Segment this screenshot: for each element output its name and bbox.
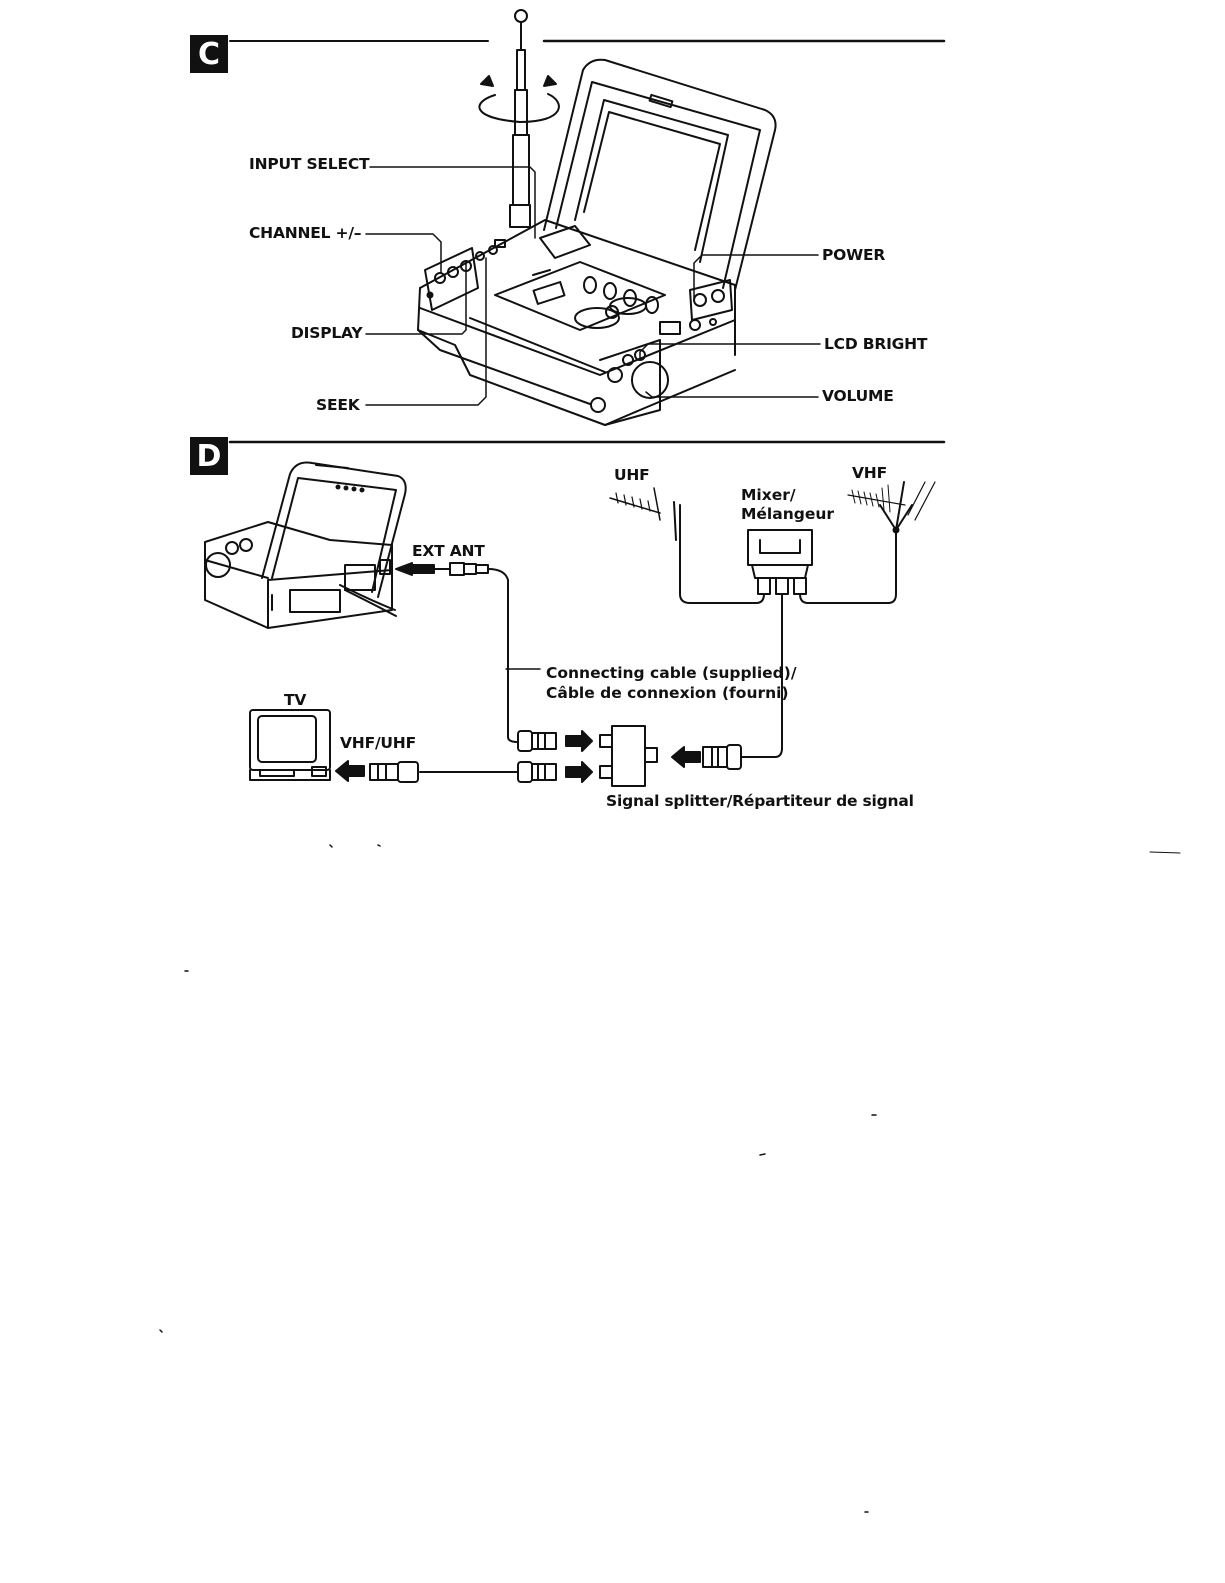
- uhf-antenna-icon: [610, 488, 680, 540]
- scan-specks: [160, 845, 1180, 1512]
- label-cable-line1: Connecting cable (supplied)/: [546, 664, 797, 683]
- label-mixer-line2: Mélangeur: [741, 505, 834, 524]
- label-seek: SEEK: [316, 396, 360, 415]
- video-walkman-illustration: [418, 10, 776, 425]
- section-c-badge-letter: C: [198, 37, 220, 72]
- label-volume: VOLUME: [822, 387, 894, 406]
- video-walkman-rear-illustration: [205, 462, 406, 628]
- label-cable-line2: Câble de connexion (fourni): [546, 684, 789, 703]
- label-tv: TV: [284, 691, 306, 710]
- section-d-badge: D: [190, 437, 228, 475]
- section-c-badge: C: [190, 35, 228, 73]
- ext-ant-plug: [396, 563, 508, 737]
- label-lcd-bright: LCD BRIGHT: [824, 335, 927, 354]
- label-mixer-line1: Mixer/: [741, 486, 796, 505]
- label-vhf: VHF: [852, 464, 887, 483]
- vhf-antenna-icon: [848, 482, 935, 533]
- label-channel: CHANNEL +/–: [249, 224, 361, 243]
- label-ext-ant: EXT ANT: [412, 542, 485, 561]
- section-d-badge-letter: D: [197, 439, 222, 474]
- section-c-leader-lines: [366, 167, 820, 405]
- tv-output-cable: [336, 761, 518, 782]
- tv-icon: [250, 710, 330, 780]
- label-signal-splitter: Signal splitter/Répartiteur de signal: [606, 792, 914, 811]
- label-display: DISPLAY: [291, 324, 362, 343]
- label-input-select: INPUT SELECT: [249, 155, 369, 174]
- antenna-icon: [479, 10, 558, 227]
- label-uhf: UHF: [614, 466, 650, 485]
- label-power: POWER: [822, 246, 885, 265]
- label-vhf-uhf: VHF/UHF: [340, 734, 416, 753]
